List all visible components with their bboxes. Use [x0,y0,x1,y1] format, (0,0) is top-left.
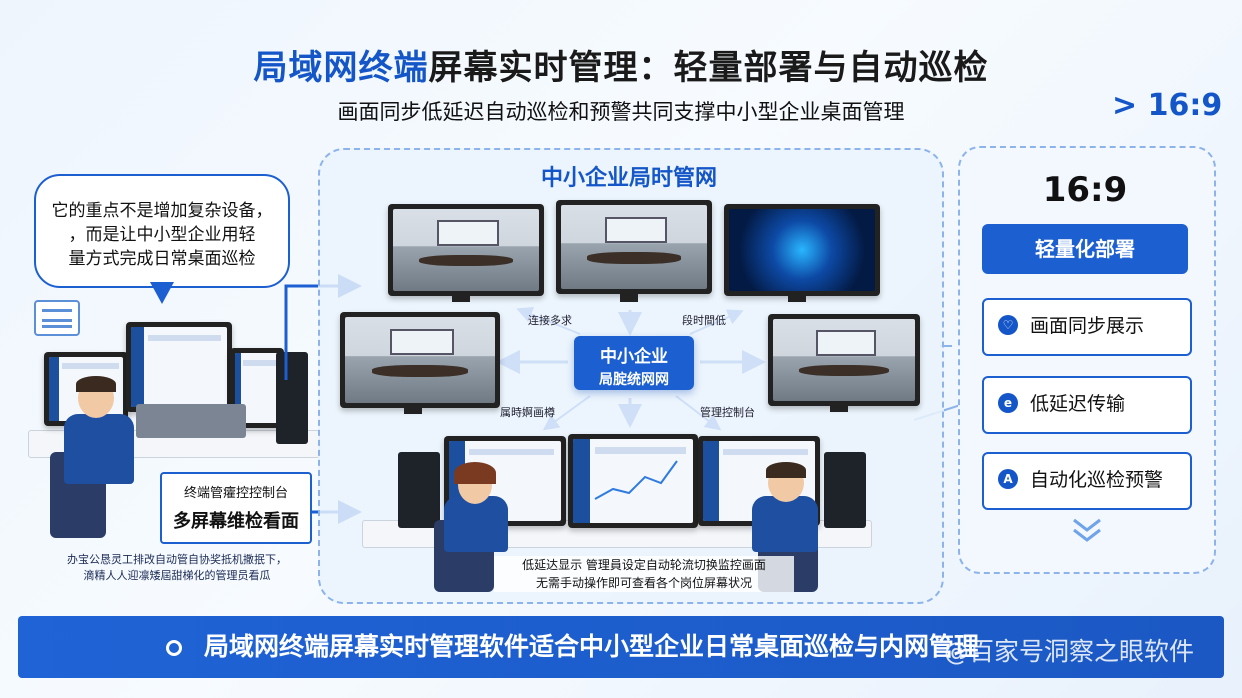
speech-bubble: 它的重点不是增加复杂设备， ，而是让中小型企业用轻 量方式完成日常桌面巡检 [34,174,290,288]
edge-label-latency: 段时間低 [682,314,726,327]
edge-label-console: 管理控制台 [700,406,755,419]
office-person-right-body [752,496,818,552]
lightweight-deploy-button[interactable]: 轻量化部署 [982,224,1188,274]
lan-hub: 中小企业 局腚统网网 [574,336,694,390]
monitor-stand [788,292,806,302]
feature-label: 低延迟传输 [1030,393,1126,415]
page-title: 局域网终端屏幕实时管理：轻量部署与自动巡检 [0,40,1242,89]
page-subtitle: 画面同步低延迟自动巡检和预警共同支撑中小型企业桌面管理 [337,100,905,124]
hub-line-1: 中小企业 [600,347,668,367]
console-panel: 终端管癨控控制台 多屏幕维检看面 [160,472,312,544]
bubble-tail [150,282,174,304]
bullet-icon [166,640,182,656]
speed-icon: e [998,393,1018,413]
chevron-svg [1073,518,1101,542]
monitor-stand [830,402,848,412]
monitor-stand [452,292,470,302]
double-chevron-down-icon[interactable] [1070,516,1104,546]
monitor-stand [404,404,422,414]
monitor-meeting-room-4 [768,314,920,406]
monitor-tech-display [724,204,880,296]
hub-line-2: 局腚统网网 [599,372,669,388]
console-panel-line-1: 终端管癨控控制台 [183,486,288,501]
office-pc-tower-left [398,452,440,528]
office-person-right-hair [766,462,806,478]
monitor-stand [620,290,638,302]
ratio-badge: > 16:9 [1112,88,1223,123]
edge-label-connect: 连接多求 [528,314,572,327]
title-rest: 屏幕实时管理：轻量部署与自动巡检 [428,48,989,88]
feature-low-latency[interactable]: e 低延迟传输 [982,376,1192,434]
edge-label-display: 属時婀画樽 [500,406,555,419]
feature-auto-patrol-alert[interactable]: A 自动化巡检预警 [982,452,1192,510]
monitor-meeting-room-1 [388,204,544,296]
stage-caption-line-2: 无需手动操作即可查看各个岗位屏幕状况 [535,576,752,590]
admin-note: 办宝公恳灵工排改自动管自协奖抵机撒抿下， 滴精人人迎凛矮屆甜梯化的管理员看瓜 [40,552,314,594]
summary-banner: 局域网终端屏幕实时管理软件适合中小型企业日常桌面巡检与内网管理 [18,616,1224,678]
bubble-line-3: 量方式完成日常桌面巡检 [68,249,256,269]
feature-screen-sync[interactable]: ♡ 画面同步展示 [982,298,1192,356]
office-person-left-hair [454,462,496,484]
admin-person-hair [76,376,116,392]
chart-thumbnail [594,460,678,500]
admin-person-body [64,414,134,484]
heart-shield-icon: ♡ [998,315,1018,335]
admin-pc-tower [276,352,308,444]
network-title: 中小企业局时管网 [540,166,717,191]
console-panel-line-2: 多屏幕维检看面 [173,511,299,532]
feature-label: 画面同步展示 [1030,315,1145,337]
chat-icon [34,300,80,336]
watermark: @百家号洞察之眼软件 [944,637,1195,666]
feature-panel-ratio: 16:9 [1042,170,1128,210]
bubble-line-2: ，而是让中小型企业用轻 [68,225,256,245]
admin-note-line-1: 办宝公恳灵工排改自动管自协奖抵机撒抿下， [67,553,287,566]
bubble-line-1: 它的重点不是增加复杂设备， [51,201,273,221]
admin-monitor-center [126,322,232,412]
office-monitor-2 [568,434,698,528]
banner-text: 局域网终端屏幕实时管理软件适合中小型企业日常桌面巡检与内网管理 [204,632,980,661]
admin-switch-box [136,404,246,438]
monitor-meeting-room-3 [340,312,500,408]
alert-person-icon: A [998,469,1018,489]
office-person-left-body [444,496,508,552]
feature-label: 自动化巡检预警 [1030,469,1164,491]
title-highlight: 局域网终端 [253,48,429,88]
admin-note-line-2: 滴精人人迎凛矮屆甜梯化的管理员看瓜 [83,569,271,582]
office-pc-tower-right [824,452,866,528]
stage-caption-line-1: 低延达显示 管理員设定自动轮流切换监控画面 [522,558,766,572]
monitor-meeting-room-2 [556,200,712,294]
stage-caption: 低延达显示 管理員设定自动轮流切换监控画面 无需手动操作即可查看各个岗位屏幕状况 [494,556,794,592]
